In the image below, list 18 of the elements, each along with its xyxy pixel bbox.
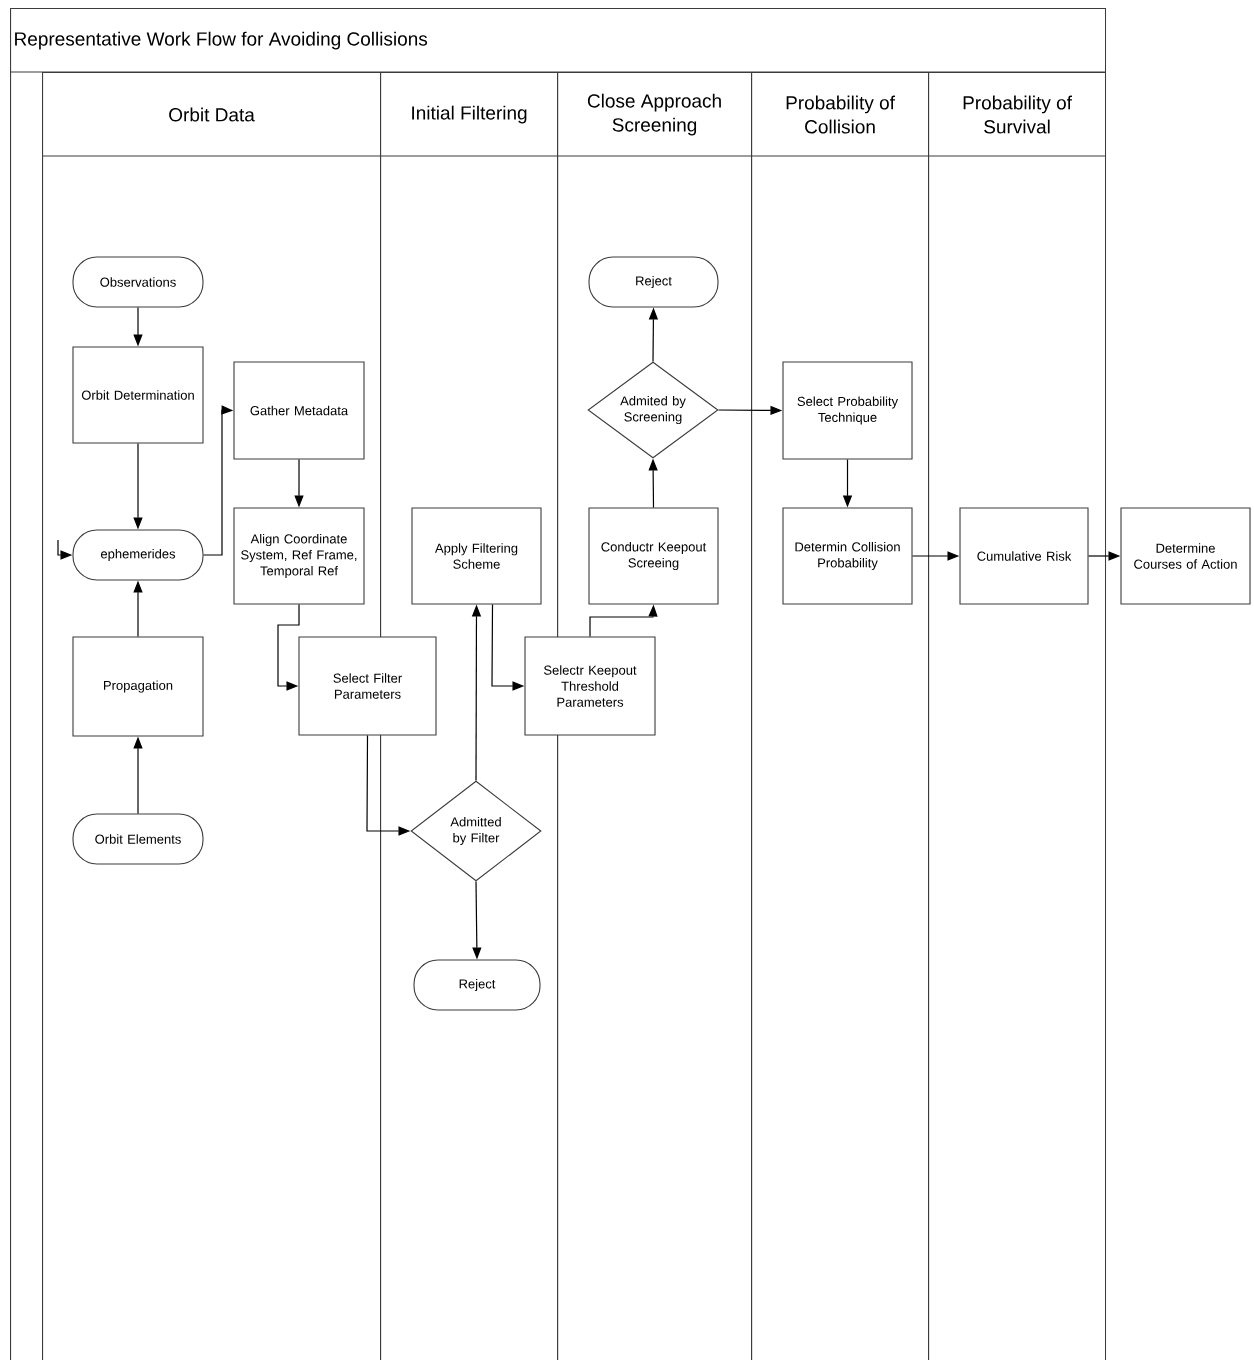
terminator-box: Reject bbox=[413, 959, 541, 1011]
process-box: Determine Courses of Action bbox=[1120, 507, 1251, 605]
terminator-box: ephemerides bbox=[72, 529, 204, 581]
process-box: Orbit Determination bbox=[72, 346, 204, 444]
arrow bbox=[277, 603, 300, 691]
terminator-box: Observations bbox=[72, 256, 204, 308]
process-box: Apply Filtering Scheme bbox=[411, 507, 542, 605]
process-box: Propagation bbox=[72, 636, 204, 737]
process-box: Determin Collision Probability bbox=[782, 507, 913, 605]
process-box: Select Filter Parameters bbox=[298, 636, 437, 736]
process-box: Selectr Keepout Threshold Parameters bbox=[524, 636, 656, 736]
process-box: Align Coordinate System, Ref Frame, Temporal Ref bbox=[233, 507, 365, 605]
process-box: Gather Metadata bbox=[233, 361, 365, 460]
terminator-box: Orbit Elements bbox=[72, 813, 204, 865]
terminator-box: Reject bbox=[588, 256, 719, 308]
process-box: Conductr Keepout Screeing bbox=[588, 507, 719, 605]
process-box: Cumulative Risk bbox=[959, 507, 1089, 605]
process-box: Select Probability Technique bbox=[782, 361, 913, 460]
